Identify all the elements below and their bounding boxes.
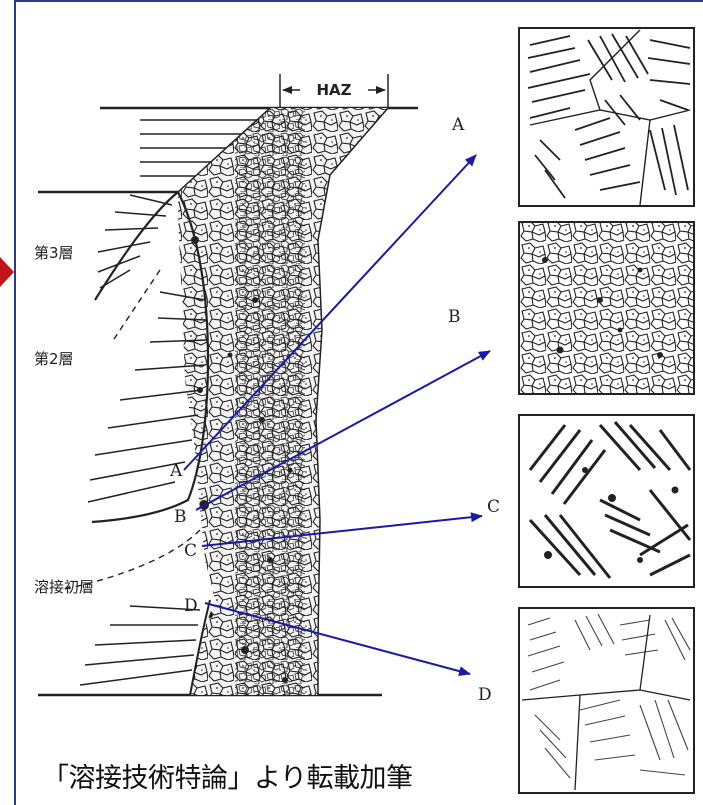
point-c-label: C	[184, 541, 197, 561]
micro-c-label: C	[487, 497, 500, 517]
layer1-label: 溶接初層	[34, 578, 94, 596]
layer3-label: 第3層	[34, 244, 74, 262]
haz-label: HAZ	[316, 81, 351, 99]
layer2-label: 第2層	[34, 350, 74, 368]
microstructure-c	[519, 415, 694, 587]
layer-boundary-dashed	[110, 270, 160, 345]
micro-b-label: B	[448, 307, 461, 327]
haz-region	[170, 100, 400, 700]
point-b-label: B	[174, 507, 187, 527]
root-hatching	[80, 606, 200, 685]
figure-caption: 「溶接技術特論」より転載加筆	[42, 756, 412, 795]
microstructure-b	[519, 222, 694, 394]
microstructure-d	[519, 608, 694, 793]
micro-d-label: D	[478, 685, 492, 705]
point-d-label: D	[184, 596, 198, 616]
point-a-label: A	[169, 461, 183, 481]
micro-a-label: A	[451, 115, 465, 135]
microstructure-a	[519, 28, 694, 206]
